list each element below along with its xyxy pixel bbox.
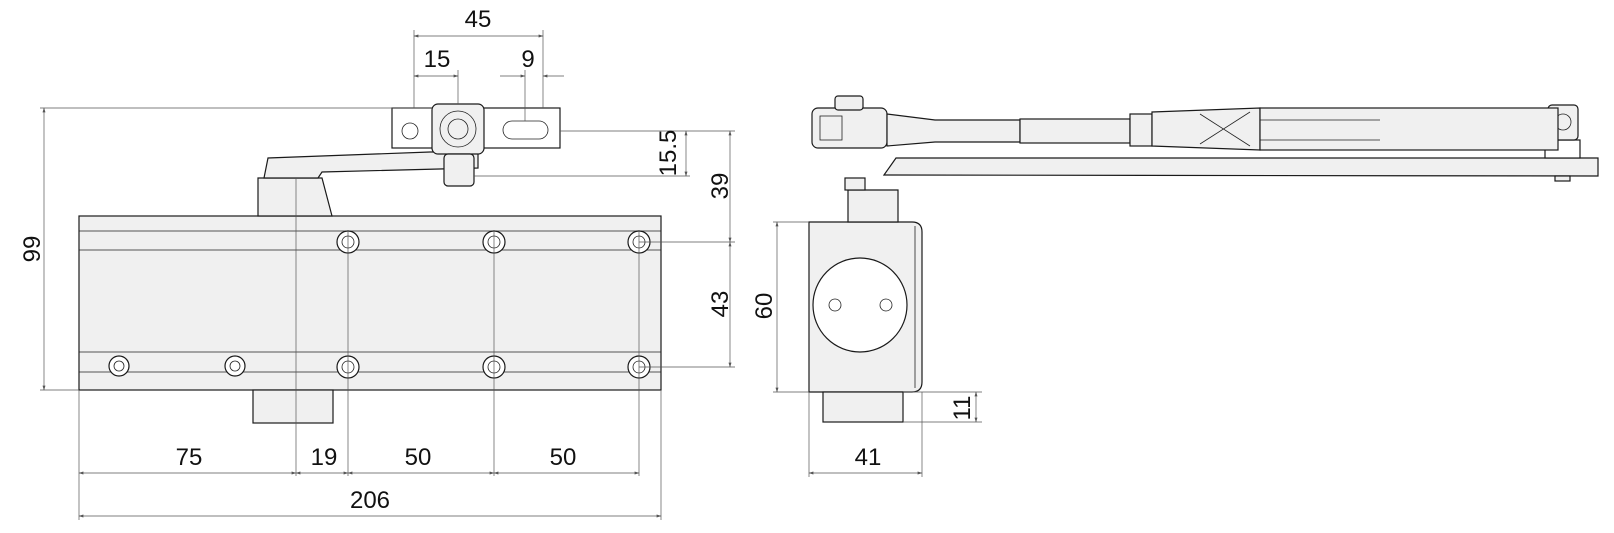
side-view: 60 11 41	[751, 95, 1599, 477]
dim-bracket-height: 15.5	[655, 130, 682, 177]
side-forearm-rod	[886, 113, 1021, 147]
dim-bracket-offset-right: 9	[521, 46, 534, 73]
side-forearm-head	[811, 107, 888, 149]
dim-length-19: 19	[311, 444, 338, 471]
dim-side-height: 60	[751, 293, 778, 320]
front-view: 45 15 9 99 15.5 39 43 75 19 50 50 206	[19, 6, 735, 520]
side-main-arm	[882, 157, 1599, 177]
adjusting-valve	[224, 355, 246, 377]
dim-bracket-width: 45	[465, 6, 492, 33]
dim-side-pinion: 11	[949, 396, 976, 421]
dim-bracket-offset-left: 15	[424, 46, 451, 73]
dim-hole-spacing-vertical: 43	[707, 291, 734, 318]
dim-length-50-b: 50	[550, 444, 577, 471]
closer-body	[78, 215, 662, 391]
dim-length-50-a: 50	[405, 444, 432, 471]
side-forearm-tube	[1151, 107, 1261, 151]
main-arm	[263, 151, 479, 179]
pinion-top	[257, 177, 333, 217]
dim-side-width: 41	[855, 444, 882, 471]
side-end-cap	[812, 257, 908, 353]
dim-overall-length: 206	[350, 487, 390, 514]
pinion-bottom	[252, 389, 334, 424]
adjusting-valve	[108, 355, 130, 377]
dim-arm-height: 39	[707, 173, 734, 200]
dim-length-75: 75	[176, 444, 203, 471]
dim-overall-height: 99	[19, 236, 46, 263]
